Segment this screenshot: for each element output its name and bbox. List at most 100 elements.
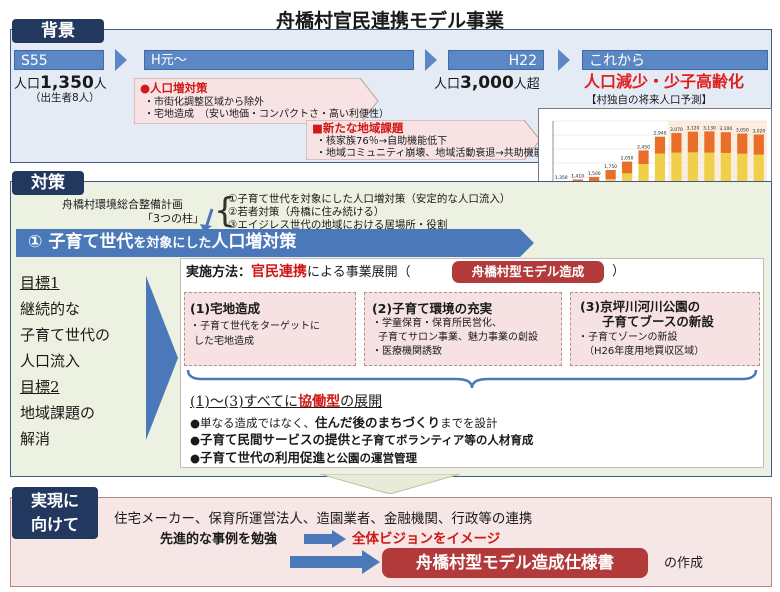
banner-a: 子育て世代 (48, 232, 134, 252)
measure-line: ・宅地造成 （安い地価・コンパクトさ・高い利便性） (144, 109, 389, 120)
dev-line: ●単なる造成ではなく、住んだ後のまちづくりまでを設計 (190, 415, 498, 431)
dev-line-a: ● (190, 451, 201, 465)
measure-title: ●人口増対策 (140, 81, 208, 95)
bar-segment (720, 152, 731, 204)
bar-segment (671, 133, 682, 153)
population-value: 3,000 (460, 73, 514, 93)
dev-line: ●子育て世代の利用促進と公園の運営管理 (190, 450, 417, 466)
spec-suffix: の作成 (664, 556, 704, 571)
bar-total-label: 3,020 (752, 128, 765, 134)
measure-arrow-shape (134, 78, 379, 124)
issue-line: ・核家族76％→自助機能低下 (316, 136, 448, 147)
bar-segment (737, 133, 748, 154)
dev-heading-c: 協働型 (298, 394, 341, 410)
realization-tag-line: 向けて (30, 515, 79, 534)
population-value: 1,350 (40, 73, 94, 93)
dev-line-c: と公園の運営管理 (325, 451, 418, 465)
dev-line-a: ●単なる造成ではなく、 (190, 416, 316, 430)
goal-line: 継続的な (20, 300, 81, 318)
bar-segment (704, 131, 715, 153)
banner-arrow-shape (16, 229, 534, 257)
population-h22: 人口3,000人超 (434, 73, 540, 93)
bar-segment (687, 131, 699, 153)
dev-heading: (1)～(3)すべてに協働型の展開 (190, 394, 382, 411)
measure-box-2 (364, 292, 562, 366)
plan-bracket: { (214, 191, 236, 231)
brace-shape (186, 369, 758, 389)
spec-arrow-icon (290, 550, 380, 574)
goal-line: 解消 (20, 430, 51, 448)
bar-segment (654, 136, 666, 154)
dev-heading-b: すべてに (243, 394, 299, 410)
issue-line: ・地域コミュニティ崩壊、地域活動衰退→共助機能低下 (316, 148, 564, 159)
spec-pill: 舟橋村型モデル造成仕様書 (382, 548, 648, 578)
dev-line-c: までを設計 (440, 416, 498, 430)
measures-tag: 対策 (12, 171, 84, 195)
measure-box-title: 子育てブースの新設 (602, 314, 714, 329)
bar-total-label: 2,450 (637, 144, 650, 150)
plan-pillars: 「3つの柱」 (142, 212, 204, 225)
future-note: 【村独自の将来人口予測】 (586, 94, 712, 106)
realization-tag-line: 実現に (30, 491, 79, 510)
method-prefix: 実施方法： (186, 265, 252, 280)
dev-line: ●子育て民間サービスの提供と子育てボランティア等の人材育成 (190, 432, 533, 448)
timeline-arrow-icon (425, 49, 437, 71)
section-down-arrow-icon (320, 474, 460, 494)
bar-segment (753, 134, 764, 155)
bar-total-label: 1,500 (588, 171, 601, 177)
measure-box-line: ・医療機関誘致 (372, 346, 442, 357)
bar-total-label: 3,130 (703, 125, 716, 131)
page-title: 舟橋村官民連携モデル事業 (275, 10, 504, 32)
study-arrow-icon (304, 530, 346, 548)
issue-arrow-shape (306, 120, 541, 160)
bar-segment (654, 153, 666, 202)
goal-line: 地域課題の (20, 404, 96, 422)
measure-box-line: した宅地造成 (194, 336, 254, 347)
goal-line: 人口流入 (20, 352, 81, 370)
dev-line-a: ● (190, 433, 201, 447)
method-close: ） (612, 264, 626, 279)
dev-line-b: 子育て民間サービスの提供 (200, 432, 351, 447)
bar-segment (704, 152, 715, 203)
vision-label: 全体ビジョンをイメージ (352, 531, 501, 547)
population-suffix: 人超 (513, 77, 540, 92)
bar-total-label: 1,350 (555, 175, 568, 181)
measure-box-line: ・学童保育・保育所民営化、 (372, 318, 502, 329)
bar-total-label: 1,410 (571, 174, 584, 180)
bar-segment (671, 152, 682, 202)
population-suffix: 人 (93, 77, 107, 92)
bar-segment (720, 132, 731, 153)
realization-tag: 実現に 向けて (12, 487, 98, 539)
method-emph: 官民連携 (251, 264, 308, 280)
realization-line1: 住宅メーカー、保育所運営法人、造園業者、金融機関、行政等の連携 (114, 511, 533, 527)
measure-box-line: （H26年度用地買収区域） (584, 346, 705, 357)
dev-line-b: 子育て世代の利用促進 (200, 450, 326, 465)
bar-total-label: 2,940 (654, 131, 667, 137)
timeline-arrow-icon (558, 49, 570, 71)
banner-b: を対象にした (133, 236, 212, 251)
bar-segment (589, 177, 600, 185)
population-prefix: 人口 (14, 77, 41, 92)
population-s55: 人口1,350人 (14, 73, 107, 93)
bar-total-label: 3,050 (736, 128, 749, 134)
measure-box-line: ・子育てゾーンの新設 (578, 332, 678, 343)
measure-box-3 (570, 292, 760, 366)
goal-heading: 目標1 (20, 274, 60, 292)
method-line: 実施方法：官民連携による事業展開（ (186, 264, 411, 281)
bar-total-label: 3,120 (686, 126, 699, 132)
timeline-arrow-icon (115, 49, 127, 71)
big-right-arrow-icon (146, 276, 178, 440)
dev-heading-d: の展開 (340, 394, 383, 410)
pillar-item: ③エイジレス世代の地域における居場所・役割 (228, 219, 448, 231)
dev-heading-a: (1)～(3) (190, 394, 244, 410)
population-prefix: 人口 (434, 77, 461, 92)
bar-segment (737, 153, 748, 204)
births-note: （出生者8人） (30, 92, 100, 104)
timeline-s55: S55 (14, 50, 104, 70)
bar-segment (605, 170, 616, 180)
measure-box-line: 子育てサロン事業、魅力事業の創設 (378, 332, 538, 343)
measure-box-1 (184, 292, 356, 366)
method-suffix: による事業展開（ (307, 265, 411, 280)
bar-total-label: 3,070 (670, 127, 683, 133)
measure-box-title: (1)宅地造成 (190, 301, 261, 316)
